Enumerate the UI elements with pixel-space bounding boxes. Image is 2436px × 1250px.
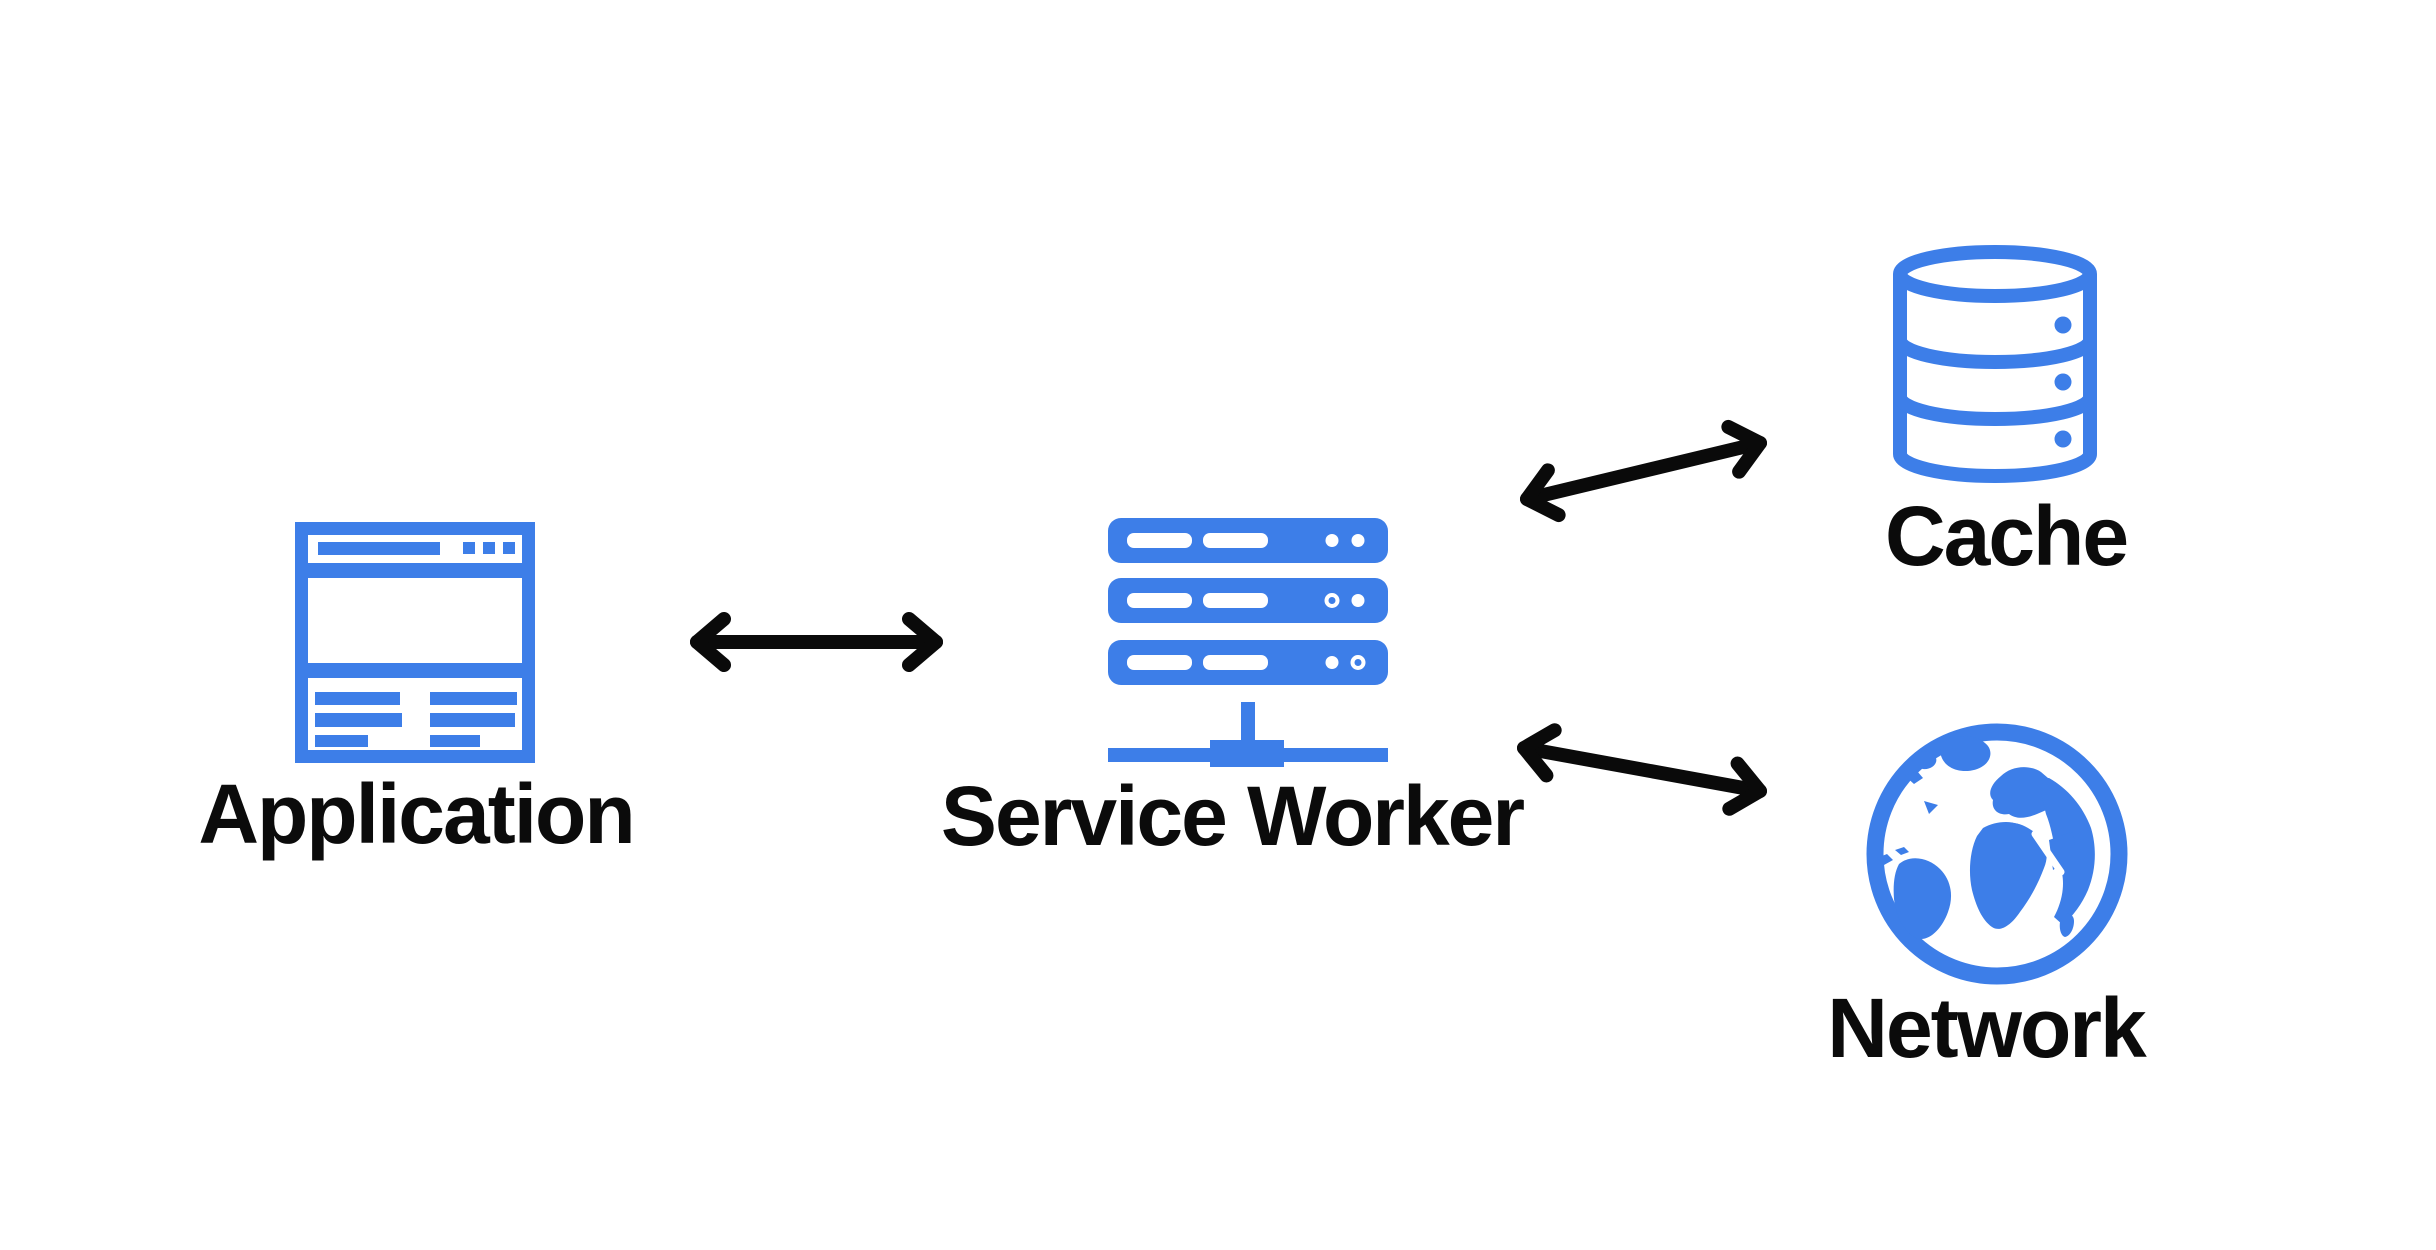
- server-stack-icon: [1108, 518, 1388, 767]
- node-service-worker: [1108, 518, 1388, 770]
- node-network: [1865, 722, 2129, 986]
- node-cache: [1893, 245, 2097, 483]
- cache-label: Cache: [1884, 489, 2129, 583]
- application-label: Application: [198, 767, 635, 861]
- service-worker-label: Service Worker: [940, 769, 1525, 863]
- arrow-serviceworker-cache: [1520, 419, 1767, 523]
- globe-icon: [1866, 723, 2128, 985]
- browser-window-icon: [295, 522, 535, 763]
- arrow-serviceworker-network: [1517, 723, 1767, 816]
- node-application: [295, 522, 535, 763]
- network-label: Network: [1827, 981, 2146, 1075]
- database-icon: [1893, 245, 2097, 483]
